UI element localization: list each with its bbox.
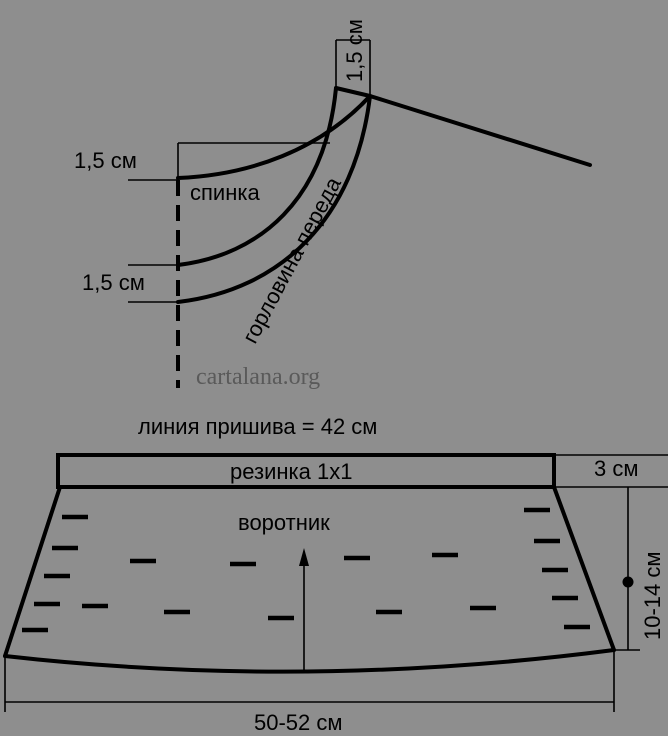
collar-right-side bbox=[552, 485, 616, 652]
shoulder-line bbox=[368, 94, 592, 167]
bottom-width-label: 50-52 см bbox=[254, 710, 343, 735]
neckline-sketch: спинка горловина переда 1,5 см 1,5 см 1,… bbox=[74, 19, 592, 390]
left-upper-seam-label: 1,5 см bbox=[74, 148, 137, 173]
knit-marks bbox=[22, 507, 590, 633]
collar-bottom-curve bbox=[3, 648, 616, 674]
attach-line-label: линия пришива = 42 см bbox=[138, 414, 377, 439]
watermark: cartalana.org bbox=[196, 364, 320, 390]
shoulder-join bbox=[334, 86, 372, 98]
back-neck-curve bbox=[176, 94, 372, 180]
front-neck-curve-inner bbox=[176, 94, 372, 304]
rib-height-label: 3 см bbox=[594, 456, 638, 481]
dim-collar-dot bbox=[622, 576, 634, 588]
left-lower-seam-label: 1,5 см bbox=[82, 270, 145, 295]
collar-pattern: линия пришива = 42 см резинка 1х1 воротн… bbox=[3, 414, 668, 735]
collar-height-label: 10-14 см bbox=[640, 551, 665, 640]
top-seam-label: 1,5 см bbox=[342, 19, 367, 82]
collar-left-side bbox=[3, 485, 62, 658]
rib-band bbox=[56, 453, 556, 489]
front-neck-curve-outer bbox=[176, 86, 338, 267]
rib-label: резинка 1х1 bbox=[230, 459, 352, 484]
grain-arrow-head bbox=[299, 548, 309, 566]
back-label: спинка bbox=[190, 180, 260, 205]
collar-label: воротник bbox=[238, 510, 330, 535]
